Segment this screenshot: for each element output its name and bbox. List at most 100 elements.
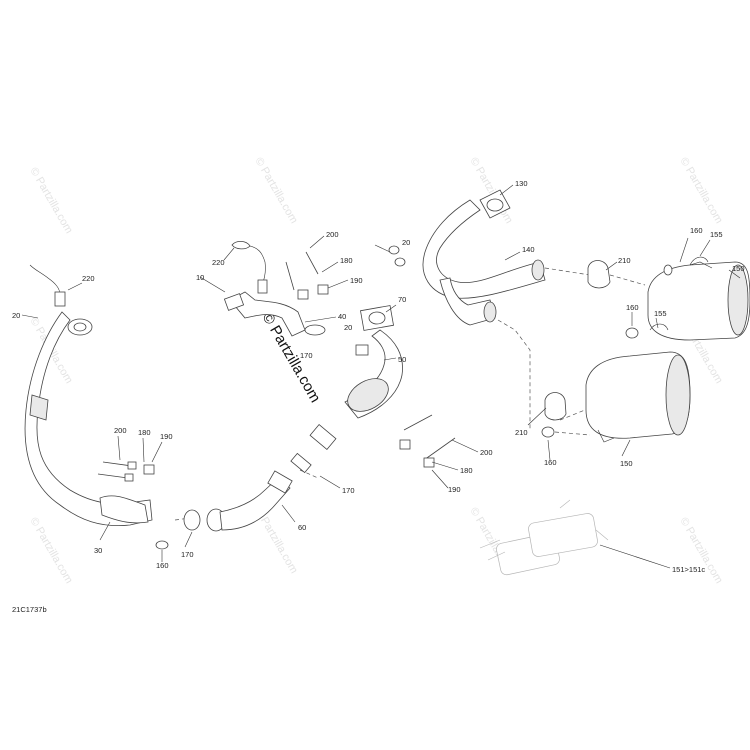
bolt-head	[124, 473, 134, 482]
pipe-60-flange	[267, 470, 293, 494]
watermark: © Partzilla.com	[677, 156, 724, 226]
sensor-wire	[249, 245, 266, 286]
callout-210: 210	[515, 428, 528, 437]
leader-line	[383, 357, 397, 361]
clamps	[544, 260, 611, 421]
sensor-wire	[29, 264, 61, 296]
leader-line	[327, 279, 349, 289]
callout-210: 210	[618, 256, 631, 265]
callout-220: 220	[82, 274, 95, 283]
dash-line	[544, 267, 591, 276]
pin-155	[649, 323, 669, 331]
callout-155: 155	[654, 309, 667, 318]
nut	[155, 540, 169, 550]
callout-160: 160	[544, 458, 557, 467]
leader-line	[199, 276, 226, 293]
leader-line	[728, 269, 741, 279]
leader-line	[321, 261, 339, 273]
leader-line	[499, 184, 514, 196]
callout-155: 155	[710, 230, 723, 239]
bolt	[403, 414, 433, 431]
leader-line	[431, 461, 459, 471]
catalytic-converter	[290, 305, 456, 474]
muffler-end	[665, 354, 691, 436]
nut	[394, 257, 406, 267]
callout-140: 140	[522, 245, 535, 254]
leader-line	[431, 469, 449, 489]
bolt	[423, 437, 456, 461]
callout-150: 150	[732, 264, 745, 273]
leader-line	[547, 439, 551, 461]
leader-line	[599, 544, 671, 569]
spring-nut	[297, 289, 309, 300]
leader-line	[184, 531, 193, 548]
gasket-170-center	[290, 452, 312, 474]
bolt	[97, 473, 129, 479]
leader-line	[527, 407, 547, 426]
pipe-band	[29, 394, 49, 421]
leader-line	[223, 247, 235, 261]
callout-20: 20	[402, 238, 410, 247]
gasket-170	[183, 509, 201, 531]
leader-line	[99, 521, 111, 541]
callout-150: 150	[620, 459, 633, 468]
ghost-lines	[479, 499, 609, 561]
spring-nut	[399, 439, 411, 450]
leader-line	[655, 317, 659, 329]
mufflers	[541, 256, 750, 443]
grommet-160	[663, 264, 673, 276]
clamp-210-bottom	[544, 392, 567, 421]
pipe-outlet	[531, 259, 545, 281]
leader-line	[117, 435, 121, 461]
callout-190: 190	[350, 276, 363, 285]
callout-200: 200	[480, 448, 493, 457]
leader-line	[621, 439, 631, 457]
diagram-code: 21C1737b	[12, 605, 47, 614]
callout-20: 20	[12, 311, 20, 320]
callout-160: 160	[156, 561, 169, 570]
leader-line	[151, 441, 163, 463]
leader-line	[319, 475, 341, 489]
leader-line	[67, 282, 83, 291]
watermark: © Partzilla.com	[677, 516, 724, 586]
callout-170: 170	[300, 351, 313, 360]
oxygen-sensor-left	[29, 264, 83, 307]
leader-line	[142, 437, 145, 463]
leader-line	[21, 314, 39, 319]
watermark: © Partzilla.com	[27, 166, 74, 236]
pipe-flange-hole	[73, 322, 87, 332]
grommet-160	[541, 426, 555, 438]
dash-line	[497, 319, 531, 430]
leader-line	[281, 504, 296, 523]
callout-190: 190	[160, 432, 173, 441]
pin-155	[689, 256, 709, 266]
pipe-140-lower	[439, 277, 496, 326]
bolt	[285, 261, 295, 291]
leader-line	[374, 244, 391, 253]
callout-200: 200	[114, 426, 127, 435]
flange-hole	[486, 198, 504, 212]
callout-170: 170	[181, 550, 194, 559]
muffler-bracket	[597, 429, 615, 443]
dash-line	[559, 409, 586, 421]
leader-line	[605, 261, 618, 271]
muffler-end	[727, 264, 749, 336]
clamp-210-top	[587, 260, 611, 289]
bolt	[305, 251, 319, 275]
callout-50: 50	[398, 355, 406, 364]
muffler-bracket	[689, 261, 713, 269]
rear-head-pipe	[388, 189, 546, 326]
leader-line	[679, 237, 689, 263]
nut	[355, 344, 369, 356]
dash-line	[174, 517, 191, 521]
dash-line	[609, 274, 646, 286]
pipe-60	[219, 477, 291, 531]
watermark: © Partzilla.com	[27, 516, 74, 586]
dash-line	[554, 431, 591, 436]
spring-nut	[423, 457, 435, 468]
flange-70-hole	[368, 311, 386, 325]
callout-180: 180	[340, 256, 353, 265]
spring-nut	[317, 284, 329, 295]
